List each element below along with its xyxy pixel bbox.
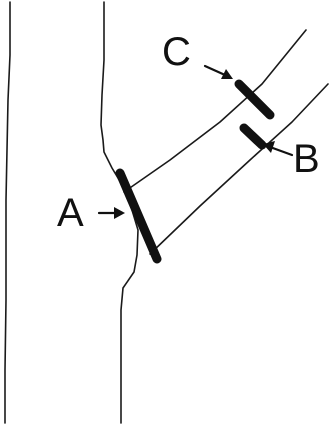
arrow-a-head [114,207,125,219]
label-b: B [293,137,320,181]
left-edge-line [4,1,11,424]
label-c: C [162,30,191,74]
band-a [115,168,162,264]
label-a: A [57,191,84,235]
band-b [239,123,267,150]
branch-lower-edge [149,83,329,255]
arrow-c-head [221,69,233,79]
arrow-c [203,64,227,77]
band-c [234,79,275,120]
arrow-b-head [263,141,275,153]
branch-upper-edge [123,29,307,193]
arrow-b [268,145,294,157]
